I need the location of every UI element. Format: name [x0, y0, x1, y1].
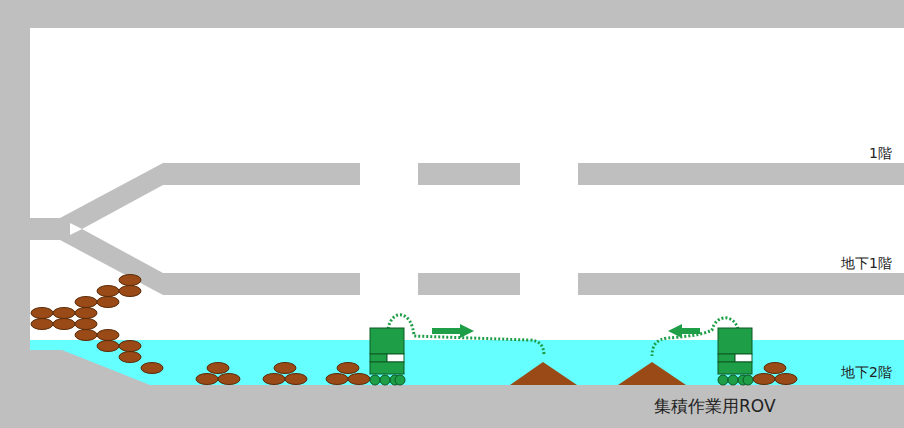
floor-slabs	[30, 163, 904, 385]
rov	[718, 328, 753, 385]
debris-pile	[618, 362, 686, 385]
floor-label: 地下1階	[841, 255, 892, 272]
floor-label: 1階	[869, 145, 892, 162]
debris-pile	[510, 362, 577, 385]
tether-cables	[388, 315, 738, 356]
water	[30, 340, 904, 385]
move-arrows	[432, 324, 700, 338]
rov	[370, 328, 405, 385]
sandbags	[31, 275, 797, 385]
caption-label: 集積作業用ROV	[654, 396, 776, 416]
floor-label: 地下2階	[841, 364, 892, 381]
